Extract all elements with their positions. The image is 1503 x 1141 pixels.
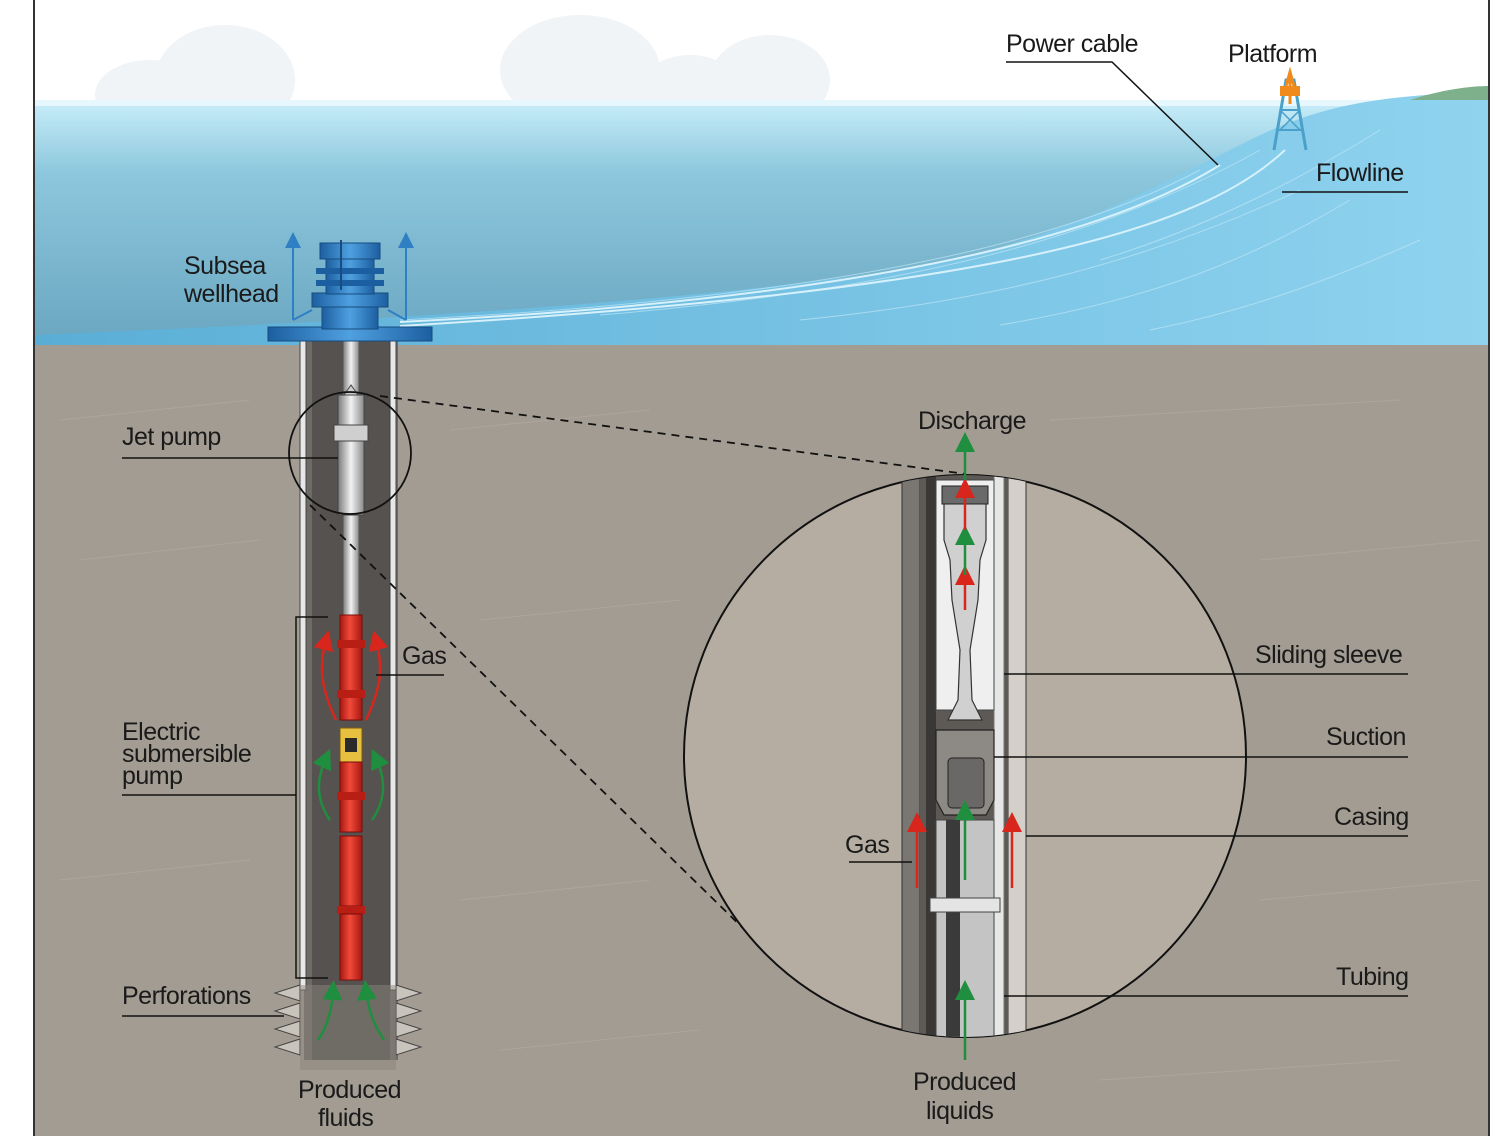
wellhead-link-left [292, 309, 313, 321]
ground-texture [59, 399, 1481, 1081]
detail-casing-left [901, 475, 921, 1037]
label-produced-fluids-line1: Produced [298, 1076, 401, 1104]
label-platform: Platform [1228, 40, 1317, 68]
fluid-arrow-left [312, 748, 332, 821]
sea-surface [34, 100, 1489, 106]
detail-coupling [929, 897, 1001, 913]
seafloor-slope [34, 92, 1489, 345]
slope-texture [399, 129, 1421, 331]
label-esp-line2: submersible [122, 740, 251, 768]
fluid-arrow-right [370, 748, 390, 821]
flowline-line [399, 149, 1286, 327]
gas-arrow-left [313, 630, 338, 721]
label-tubing: Tubing [1336, 963, 1409, 991]
magnifier-circle-small [288, 391, 412, 515]
label-jet-pump: Jet pump [122, 423, 221, 451]
casing-wall-right [389, 339, 397, 991]
power-cable-line [399, 164, 1221, 323]
detail-tubing-left [926, 475, 936, 1037]
zoom-line-top [379, 395, 967, 475]
perforation-zone [300, 985, 396, 1070]
detail-lower-dark [946, 820, 960, 1037]
subsea-wellhead-icon [267, 240, 433, 342]
zoom-line-bottom [309, 504, 751, 936]
label-esp-line1: Electric [122, 718, 200, 746]
label-subsea-wellhead-line2: wellhead [183, 280, 279, 308]
label-flowline: Flowline [1316, 159, 1404, 187]
label-gas-detail: Gas [845, 831, 889, 859]
leader-power-cable [1006, 61, 1219, 166]
label-subsea-wellhead-line1: Subsea [184, 252, 266, 280]
label-perforations: Perforations [122, 982, 251, 1010]
label-suction: Suction [1326, 723, 1406, 751]
casing-wall-left [299, 339, 307, 991]
label-produced-liquids-line2: liquids [926, 1097, 993, 1125]
detail-casing-right [1007, 475, 1027, 1037]
jet-pump-detail [901, 475, 1027, 1037]
esp-pump [337, 614, 365, 981]
label-sliding-sleeve: Sliding sleeve [1255, 641, 1402, 669]
label-produced-fluids-line2: fluids [318, 1104, 373, 1132]
esp-bracket [295, 616, 328, 979]
label-casing: Casing [1334, 803, 1409, 831]
fluid-arrow-perf-left [316, 980, 343, 1041]
wellhead-link-right [387, 309, 407, 321]
label-power-cable: Power cable [1006, 30, 1138, 58]
shore [1410, 86, 1489, 100]
jet-pump-small [333, 384, 369, 516]
perforations [273, 984, 423, 1056]
fluid-arrow-perf-right [357, 980, 386, 1041]
label-gas-left: Gas [402, 642, 446, 670]
label-esp-line3: pump [122, 762, 183, 790]
left-flow-arrows [312, 630, 390, 1041]
detail-standing-valve [947, 757, 985, 809]
detail-tubing-right [993, 475, 1005, 1037]
gas-arrow-right [364, 630, 389, 721]
label-produced-liquids-line1: Produced [913, 1068, 1016, 1096]
platform-icon [1272, 66, 1308, 151]
label-discharge: Discharge [918, 407, 1026, 435]
